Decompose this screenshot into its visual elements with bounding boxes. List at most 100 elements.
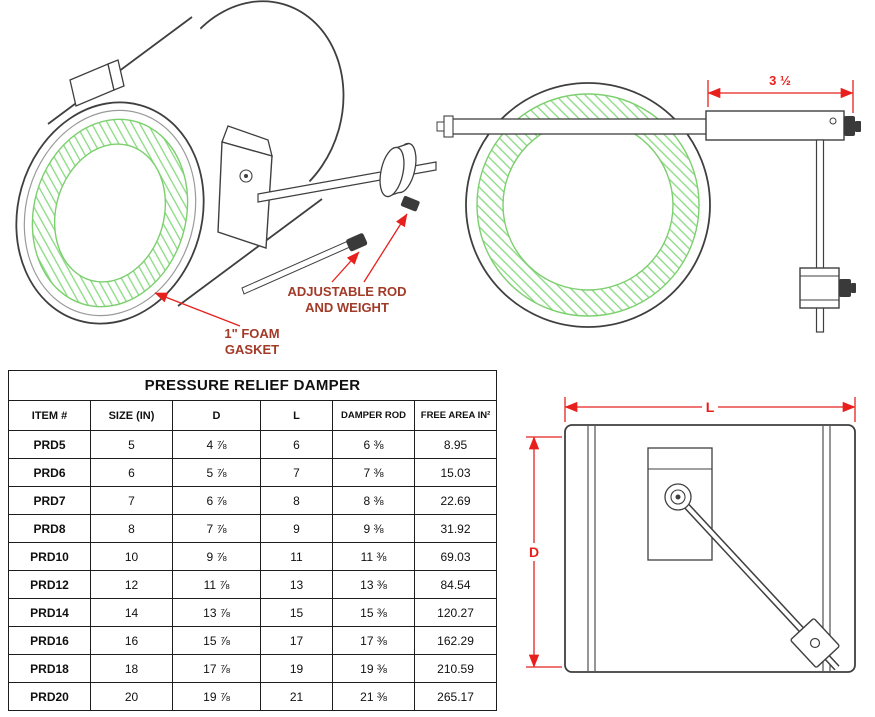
damper-rod xyxy=(436,115,709,138)
area-value: 8.95 xyxy=(413,430,498,459)
d-value: 11 ⅞ xyxy=(172,570,261,599)
item-number: PRD20 xyxy=(8,682,91,711)
table-row: PRD16 16 15 ⅞ 17 17 ⅜ 162.29 xyxy=(8,626,498,655)
rod-value: 9 ⅜ xyxy=(332,514,415,543)
isometric-damper-drawing: ADJUSTABLE ROD AND WEIGHT 1" FOAM GASKET xyxy=(15,0,437,357)
area-value: 69.03 xyxy=(413,542,498,571)
adjusting-nut xyxy=(346,233,368,252)
side-view-drawing: L D xyxy=(526,397,856,673)
spec-table: PRESSURE RELIEF DAMPER ITEM # SIZE (IN) … xyxy=(7,370,498,711)
size-value: 6 xyxy=(90,458,173,487)
adjustable-rod-label-line1: ADJUSTABLE ROD xyxy=(288,284,407,299)
table-row: PRD18 18 17 ⅞ 19 19 ⅜ 210.59 xyxy=(8,654,498,683)
arm-and-weight xyxy=(705,110,861,333)
area-value: 120.27 xyxy=(413,598,498,627)
size-value: 16 xyxy=(90,626,173,655)
area-value: 210.59 xyxy=(413,654,498,683)
offset-dimension: 3 ½ xyxy=(707,73,854,113)
size-value: 10 xyxy=(90,542,173,571)
area-value: 84.54 xyxy=(413,570,498,599)
d-value: 9 ⅞ xyxy=(172,542,261,571)
rod-value: 7 ⅜ xyxy=(332,458,415,487)
table-row: PRD10 10 9 ⅞ 11 11 ⅜ 69.03 xyxy=(8,542,498,571)
rod-value: 8 ⅜ xyxy=(332,486,415,515)
size-value: 8 xyxy=(90,514,173,543)
item-number: PRD12 xyxy=(8,570,91,599)
side-view-body xyxy=(564,424,856,673)
offset-dimension-label: 3 ½ xyxy=(769,73,791,88)
d-value: 19 ⅞ xyxy=(172,682,261,711)
item-number: PRD7 xyxy=(8,486,91,515)
weight-set-screw-front xyxy=(839,279,851,297)
front-view-drawing: 3 ½ xyxy=(436,73,861,333)
table-title: PRESSURE RELIEF DAMPER xyxy=(7,370,498,401)
table-row: PRD14 14 13 ⅞ 15 15 ⅜ 120.27 xyxy=(8,598,498,627)
header-item: ITEM # xyxy=(8,400,91,431)
area-value: 265.17 xyxy=(413,682,498,711)
size-value: 12 xyxy=(90,570,173,599)
l-value: 7 xyxy=(260,458,333,487)
rod-and-weight-assembly xyxy=(241,142,437,295)
d-value: 7 ⅞ xyxy=(172,514,261,543)
table-row: PRD12 12 11 ⅞ 13 13 ⅜ 84.54 xyxy=(8,570,498,599)
area-value: 15.03 xyxy=(413,458,498,487)
weight-cylinder xyxy=(799,267,840,309)
rod-value: 19 ⅜ xyxy=(332,654,415,683)
header-l: L xyxy=(260,400,333,431)
diameter-dimension-label: D xyxy=(529,544,539,560)
l-value: 9 xyxy=(260,514,333,543)
header-damper-rod: DAMPER ROD xyxy=(332,400,415,431)
rod-value: 21 ⅜ xyxy=(332,682,415,711)
top-bracket xyxy=(69,59,125,107)
l-value: 17 xyxy=(260,626,333,655)
d-value: 15 ⅞ xyxy=(172,626,261,655)
item-number: PRD8 xyxy=(8,514,91,543)
size-value: 18 xyxy=(90,654,173,683)
d-value: 4 ⅞ xyxy=(172,430,261,459)
rod-value: 6 ⅜ xyxy=(332,430,415,459)
side-bracket xyxy=(217,125,273,249)
rod-value: 13 ⅜ xyxy=(332,570,415,599)
l-value: 8 xyxy=(260,486,333,515)
header-free-area: FREE AREA IN² xyxy=(413,400,498,431)
l-value: 21 xyxy=(260,682,333,711)
weight-set-screw xyxy=(400,195,420,212)
d-value: 6 ⅞ xyxy=(172,486,261,515)
item-number: PRD18 xyxy=(8,654,91,683)
top-drawings: ADJUSTABLE ROD AND WEIGHT 1" FOAM GASKET xyxy=(15,0,861,357)
item-number: PRD14 xyxy=(8,598,91,627)
l-value: 6 xyxy=(260,430,333,459)
length-dimension-label: L xyxy=(706,399,715,415)
l-value: 13 xyxy=(260,570,333,599)
d-value: 13 ⅞ xyxy=(172,598,261,627)
header-size: SIZE (IN) xyxy=(90,400,173,431)
pivot-bolt xyxy=(664,483,692,511)
iso-callouts: ADJUSTABLE ROD AND WEIGHT 1" FOAM GASKET xyxy=(154,213,408,357)
adjustable-rod-label-line2: AND WEIGHT xyxy=(305,300,389,315)
size-value: 14 xyxy=(90,598,173,627)
arm-bolt xyxy=(844,116,855,136)
item-number: PRD16 xyxy=(8,626,91,655)
d-value: 17 ⅞ xyxy=(172,654,261,683)
table-row: PRD20 20 19 ⅞ 21 21 ⅜ 265.17 xyxy=(8,682,498,711)
size-value: 5 xyxy=(90,430,173,459)
area-value: 22.69 xyxy=(413,486,498,515)
l-value: 19 xyxy=(260,654,333,683)
table-row: PRD7 7 6 ⅞ 8 8 ⅜ 22.69 xyxy=(8,486,498,515)
rod-value: 15 ⅜ xyxy=(332,598,415,627)
table-row: PRD6 6 5 ⅞ 7 7 ⅜ 15.03 xyxy=(8,458,498,487)
table-header-row: ITEM # SIZE (IN) D L DAMPER ROD FREE ARE… xyxy=(8,400,498,431)
d-value: 5 ⅞ xyxy=(172,458,261,487)
size-value: 7 xyxy=(90,486,173,515)
diameter-dimension: D xyxy=(526,436,562,668)
table-row: PRD8 8 7 ⅞ 9 9 ⅜ 31.92 xyxy=(8,514,498,543)
area-value: 162.29 xyxy=(413,626,498,655)
foam-gasket-label-line2: GASKET xyxy=(225,342,279,357)
table-row: PRD5 5 4 ⅞ 6 6 ⅜ 8.95 xyxy=(8,430,498,459)
area-value: 31.92 xyxy=(413,514,498,543)
item-number: PRD6 xyxy=(8,458,91,487)
rod-value: 17 ⅜ xyxy=(332,626,415,655)
item-number: PRD5 xyxy=(8,430,91,459)
header-d: D xyxy=(172,400,261,431)
